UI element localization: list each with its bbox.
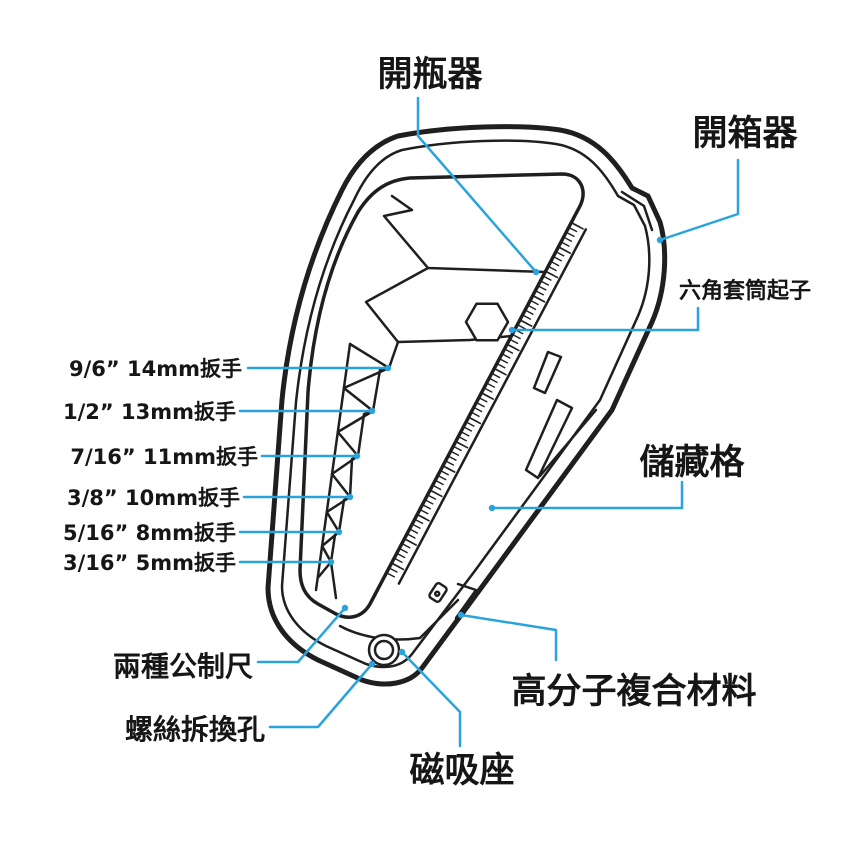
callout-magnetic-base: [398, 648, 462, 748]
ruler-outer-edge: [397, 228, 588, 585]
tool-inner-outline: [280, 139, 651, 669]
callout-dot: [457, 611, 465, 619]
wrench-jaw-teeth: [316, 342, 391, 580]
callout-wrench-11mm: [260, 452, 361, 460]
callout-dot: [346, 493, 354, 501]
bottle-opener-edge: [382, 194, 547, 274]
side-slot-small: [532, 350, 563, 395]
label-storage-compartment: 儲藏格: [639, 443, 745, 483]
label-metric-ruler: 兩種公制尺: [113, 650, 253, 683]
callout-labels: 開瓶器 開箱器 六角套筒起子 9/6” 14mm扳手 1/2” 13mm扳手 7…: [63, 55, 811, 791]
callout-line: [268, 662, 374, 729]
label-screw-removal-hole: 螺絲拆換孔: [125, 713, 265, 746]
callout-wrench-10mm: [242, 493, 354, 501]
label-wrench-5mm: 3/16” 5mm扳手: [63, 551, 236, 575]
callout-bottle-opener: [416, 96, 540, 276]
callout-screw-hole: [268, 660, 376, 729]
callout-dot: [532, 268, 540, 276]
callout-metric-ruler: [256, 604, 349, 664]
latch-icon: [428, 582, 448, 603]
label-hex-socket-driver: 六角套筒起子: [679, 278, 811, 304]
callout-line: [256, 606, 347, 664]
callout-dot: [656, 236, 664, 244]
callout-line: [658, 158, 740, 242]
label-wrench-8mm: 5/16” 8mm扳手: [63, 521, 236, 545]
screw-hole: [367, 633, 401, 667]
label-bottle-opener: 開瓶器: [377, 55, 483, 95]
main-cutout: [298, 172, 585, 619]
side-slot-long: [524, 398, 574, 480]
callout-box-cutter: [656, 158, 740, 244]
callout-wrench-5mm: [238, 558, 335, 566]
screw-hole-inner: [373, 639, 395, 661]
callout-dot: [398, 648, 406, 656]
callout-dot: [327, 558, 335, 566]
callout-dot: [335, 528, 343, 536]
label-wrench-13mm: 1/2” 13mm扳手: [63, 400, 236, 424]
callout-storage-compartment: [488, 480, 684, 512]
callout-wrench-8mm: [238, 528, 343, 536]
label-wrench-11mm: 7/16” 11mm扳手: [70, 445, 258, 469]
label-polymer-composite: 高分子複合材料: [511, 672, 756, 712]
box-cutter-blade: [620, 190, 654, 232]
callout-dot: [508, 326, 516, 334]
callout-hex-socket: [508, 306, 700, 334]
ruler-minor-ticks: [385, 222, 580, 581]
polymer-rim-bracket: [454, 582, 478, 620]
callout-dot: [353, 452, 361, 460]
callout-line: [400, 650, 462, 748]
callout-line: [459, 613, 558, 662]
callout-dot: [368, 660, 376, 668]
callout-wrench-13mm: [238, 407, 376, 415]
callout-line: [416, 96, 538, 274]
callout-dot: [341, 604, 349, 612]
label-wrench-10mm: 3/8” 10mm扳手: [67, 486, 240, 510]
hex-socket-hole: [464, 302, 510, 342]
callout-lines: [238, 96, 740, 748]
callout-dot: [488, 504, 496, 512]
callout-polymer-composite: [457, 611, 558, 662]
storage-compartment-lid: [538, 408, 598, 478]
wrench-jaw-base: [314, 342, 352, 592]
label-wrench-14mm: 9/6” 14mm扳手: [69, 357, 242, 381]
callout-wrench-14mm: [246, 364, 392, 372]
label-box-cutter: 開箱器: [692, 114, 798, 154]
callout-line: [490, 480, 684, 510]
callout-line: [510, 306, 700, 332]
multitool-body: [265, 124, 668, 687]
callout-dot: [384, 364, 392, 372]
callout-dot: [368, 407, 376, 415]
label-magnetic-base: 磁吸座: [409, 751, 514, 791]
